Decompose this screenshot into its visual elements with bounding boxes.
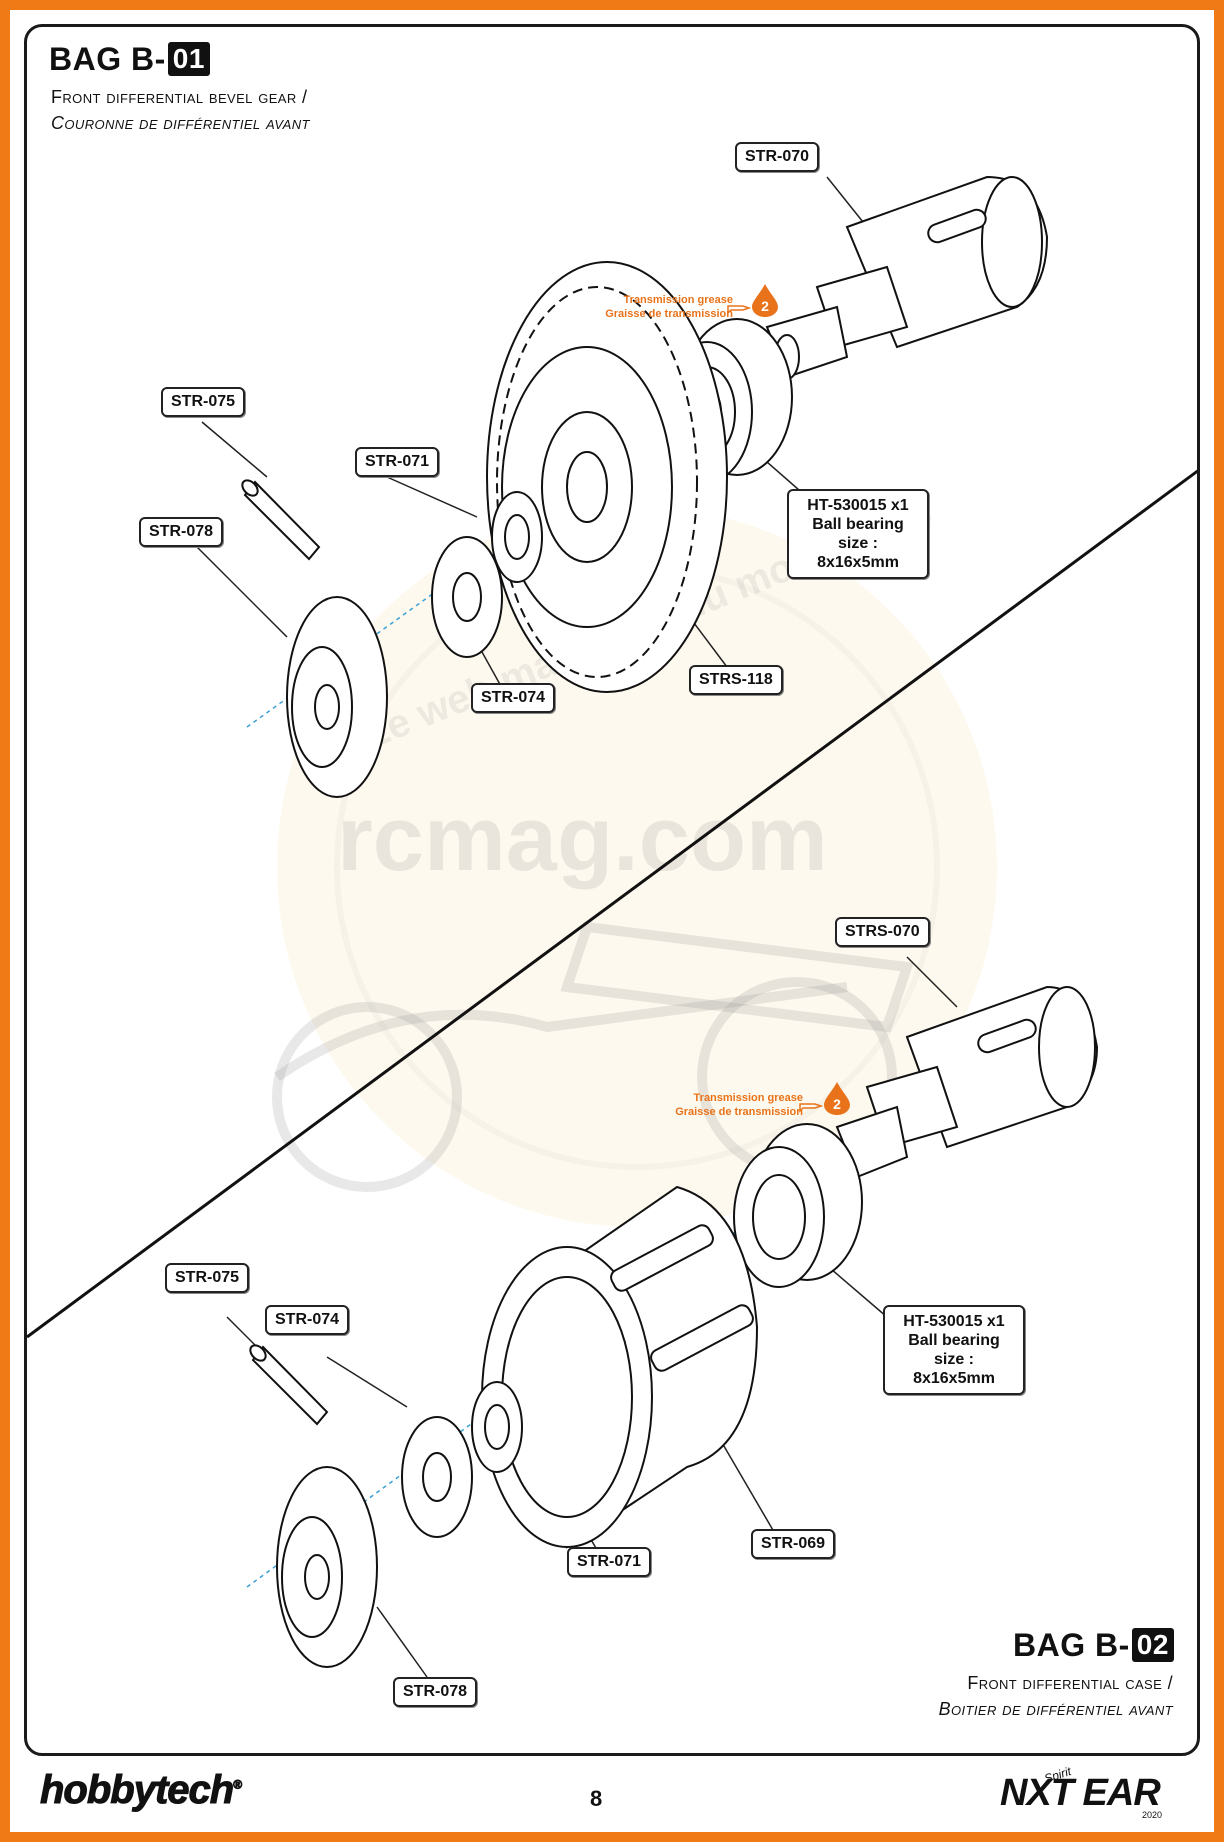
instruction-panel: rcmag.com Le web magazine du modélisme bbox=[24, 24, 1200, 1756]
bag1-flat-washer bbox=[431, 536, 503, 658]
bag2-subtitle-fr: Boitier de différentiel avant bbox=[938, 1699, 1173, 1719]
bag2-bearing-ref: HT-530015 x1 bbox=[903, 1313, 1005, 1330]
bag2-flat-washer bbox=[401, 1416, 473, 1538]
bag2-output-cup bbox=[835, 985, 1099, 1179]
bag1-grease-en: Transmission grease bbox=[623, 294, 733, 306]
bag2-part-str071: STR-071 bbox=[567, 1547, 652, 1577]
bag1-pointing-hand-icon bbox=[727, 305, 751, 315]
bag1-ring-gear bbox=[486, 261, 728, 693]
bag1-exploded-view bbox=[196, 175, 1049, 798]
bag2-bevel-gear bbox=[276, 1466, 378, 1668]
bag2-part-str074: STR-074 bbox=[265, 1305, 350, 1335]
bag2-shim-washer bbox=[471, 1381, 523, 1473]
bag2-title-number: 02 bbox=[1131, 1628, 1174, 1662]
bag1-shim-washer bbox=[491, 491, 543, 583]
bag2-part-str069: STR-069 bbox=[751, 1529, 836, 1559]
bag2-part-str075: STR-075 bbox=[165, 1263, 250, 1293]
nxt-gear-logo-year: 2020 bbox=[1142, 1810, 1163, 1820]
bag1-subtitle-fr: Couronne de différentiel avant bbox=[51, 113, 310, 133]
bag1-title: BAG B-01 bbox=[49, 41, 210, 78]
nxt-gear-logo: NXT EAR Spirit 2020 bbox=[1000, 1764, 1190, 1826]
bag1-part-str070: STR-070 bbox=[735, 142, 820, 172]
bag2-title: BAG B-02 bbox=[1013, 1627, 1174, 1664]
bag2-part-str078: STR-078 bbox=[393, 1677, 478, 1707]
bag1-part-str071: STR-071 bbox=[355, 447, 440, 477]
bag2-bearing-callout: HT-530015 x1 Ball bearing size : 8x16x5m… bbox=[883, 1305, 1025, 1395]
bag1-grease-drop-icon: 2 bbox=[752, 284, 778, 317]
bag1-grease-note: Transmission grease Graisse de transmiss… bbox=[557, 293, 733, 321]
bag2-grease-en: Transmission grease bbox=[693, 1092, 803, 1104]
bag2-pointing-hand-icon bbox=[799, 1103, 823, 1113]
bag1-bearing-size: 8x16x5mm bbox=[817, 554, 899, 571]
bag2-exploded-view bbox=[226, 956, 1099, 1678]
hobbytech-logo: hobbytech® bbox=[39, 1768, 243, 1813]
bag2-grease-step: 2 bbox=[833, 1096, 841, 1112]
bag2-grease-note: Transmission grease Graisse de transmiss… bbox=[627, 1091, 803, 1119]
bag1-title-number: 01 bbox=[167, 42, 210, 76]
bag1-part-str075: STR-075 bbox=[161, 387, 246, 417]
bag1-grease-step: 2 bbox=[761, 298, 769, 314]
bag2-grease-drop-icon: 2 bbox=[824, 1082, 850, 1115]
bag1-bearing-callout: HT-530015 x1 Ball bearing size : 8x16x5m… bbox=[787, 489, 929, 579]
hobbytech-logo-text: hobbytech bbox=[39, 1768, 234, 1813]
bag2-grease-fr: Graisse de transmission bbox=[675, 1106, 803, 1118]
bag1-bevel-gear bbox=[286, 596, 388, 798]
bag2-bearing-label: Ball bearing size : bbox=[908, 1332, 1000, 1368]
bag2-subtitle-en: Front differential case / bbox=[967, 1673, 1173, 1693]
bag1-part-strs118: STRS-118 bbox=[689, 665, 783, 695]
hobbytech-registered-mark: ® bbox=[233, 1777, 243, 1792]
section-divider bbox=[27, 469, 1197, 1339]
bag2-part-strs070: STRS-070 bbox=[835, 917, 930, 947]
bag1-bearing-label: Ball bearing size : bbox=[812, 516, 904, 552]
bag1-output-cup bbox=[765, 175, 1049, 380]
bag2-pin bbox=[249, 1344, 329, 1426]
bag1-pin bbox=[241, 479, 321, 561]
bag1-grease-fr: Graisse de transmission bbox=[605, 308, 733, 320]
bag1-part-str078: STR-078 bbox=[139, 517, 224, 547]
bag2-title-prefix: BAG B- bbox=[1013, 1627, 1130, 1663]
bag2-bearing-size: 8x16x5mm bbox=[913, 1370, 995, 1387]
bag1-bearing-ref: HT-530015 x1 bbox=[807, 497, 909, 514]
bag1-part-str074: STR-074 bbox=[471, 683, 556, 713]
page-number: 8 bbox=[590, 1786, 603, 1811]
bag1-title-prefix: BAG B- bbox=[49, 41, 166, 77]
nxt-gear-logo-text: NXT EAR bbox=[1000, 1772, 1161, 1814]
bag1-subtitle-en: Front differential bevel gear / bbox=[51, 87, 308, 107]
bag2-ball-bearing bbox=[733, 1123, 863, 1288]
diagram-drawing bbox=[27, 175, 1197, 1678]
bag2-differential-case bbox=[481, 1185, 759, 1549]
